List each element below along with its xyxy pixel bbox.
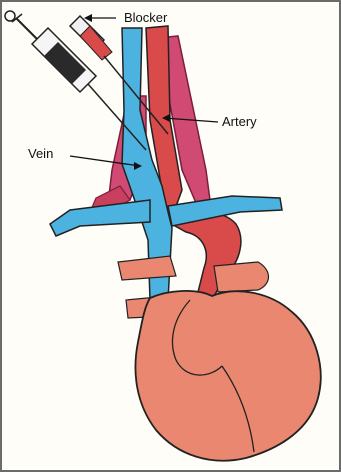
vein-label: Vein — [28, 146, 53, 161]
artery-label: Artery — [222, 114, 257, 129]
blocker-label: Blocker — [124, 10, 168, 25]
